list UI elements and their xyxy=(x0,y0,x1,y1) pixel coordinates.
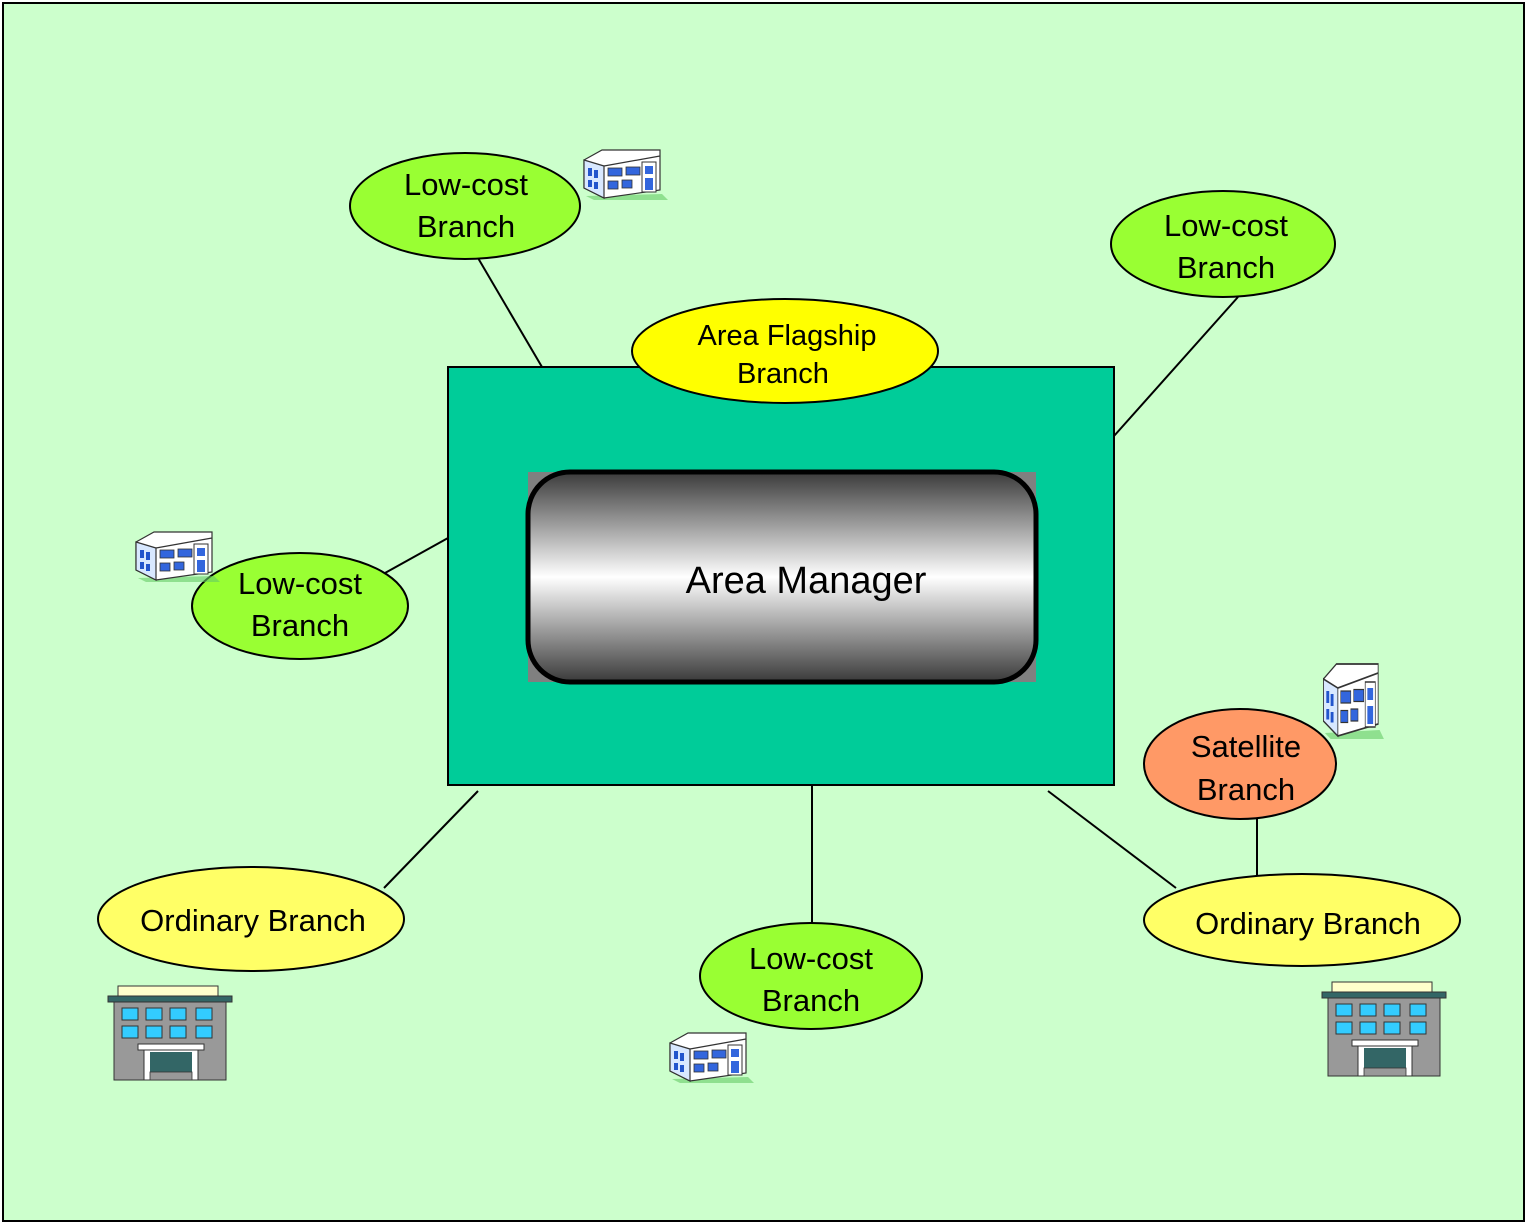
area-manager-node[interactable]: Area Manager xyxy=(525,469,1039,685)
small-building-icon xyxy=(135,531,221,583)
branch-ellipse xyxy=(699,922,923,1030)
flagship-label-line2: Branch xyxy=(737,358,829,390)
branch-ordinary-right[interactable]: Ordinary Branch xyxy=(1143,873,1461,967)
area-manager-label: Area Manager xyxy=(686,560,927,602)
connectors xyxy=(383,257,1258,924)
branch-ellipse xyxy=(191,552,409,660)
branch-ellipse xyxy=(1143,708,1337,820)
branch-ordinary-left[interactable]: Ordinary Branch xyxy=(97,866,405,972)
branch-ellipse xyxy=(97,866,405,972)
connector-ordinary-left xyxy=(383,790,479,889)
branch-label-line2: Branch xyxy=(1177,250,1275,285)
branch-lowcost-top-right[interactable]: Low-cost Branch xyxy=(1110,190,1336,298)
connector-lowcost-left xyxy=(384,537,449,574)
flagship-ellipse xyxy=(631,298,939,404)
branch-ellipse xyxy=(349,152,581,260)
connector-lowcost-top-left xyxy=(477,257,543,368)
branch-lowcost-top-left[interactable]: Low-cost Branch xyxy=(349,152,581,260)
branch-label-line1: Low-cost xyxy=(1164,208,1288,243)
branch-label-line1: Ordinary Branch xyxy=(1195,906,1421,941)
branch-satellite[interactable]: Satellite Branch xyxy=(1143,708,1337,820)
branch-label-line1: Low-cost xyxy=(749,941,873,976)
connector-lowcost-top-right xyxy=(1113,296,1239,437)
flagship-label-line1: Area Flagship xyxy=(698,320,877,352)
small-building-icon xyxy=(583,149,669,201)
branch-label-line1: Low-cost xyxy=(238,566,362,601)
branch-label-line1: Satellite xyxy=(1191,729,1301,764)
branch-ellipse xyxy=(1143,873,1461,967)
area-manager-box xyxy=(525,469,1039,685)
office-building-icon xyxy=(1321,981,1447,1077)
branch-label-line2: Branch xyxy=(762,983,860,1018)
branch-lowcost-left[interactable]: Low-cost Branch xyxy=(191,552,409,660)
flagship-branch-node[interactable]: Area Flagship Branch xyxy=(631,298,939,404)
office-building-icon xyxy=(107,985,233,1081)
connector-ordinary-right xyxy=(1047,790,1177,889)
small-building-icon xyxy=(1322,663,1385,740)
branch-label-line2: Branch xyxy=(417,209,515,244)
small-building-icon xyxy=(669,1032,755,1084)
branch-lowcost-bottom[interactable]: Low-cost Branch xyxy=(699,922,923,1030)
branch-ellipse xyxy=(1110,190,1336,298)
branch-label-line1: Ordinary Branch xyxy=(140,903,366,938)
branch-label-line2: Branch xyxy=(251,608,349,643)
branch-label-line2: Branch xyxy=(1197,772,1295,807)
branch-label-line1: Low-cost xyxy=(404,167,528,202)
